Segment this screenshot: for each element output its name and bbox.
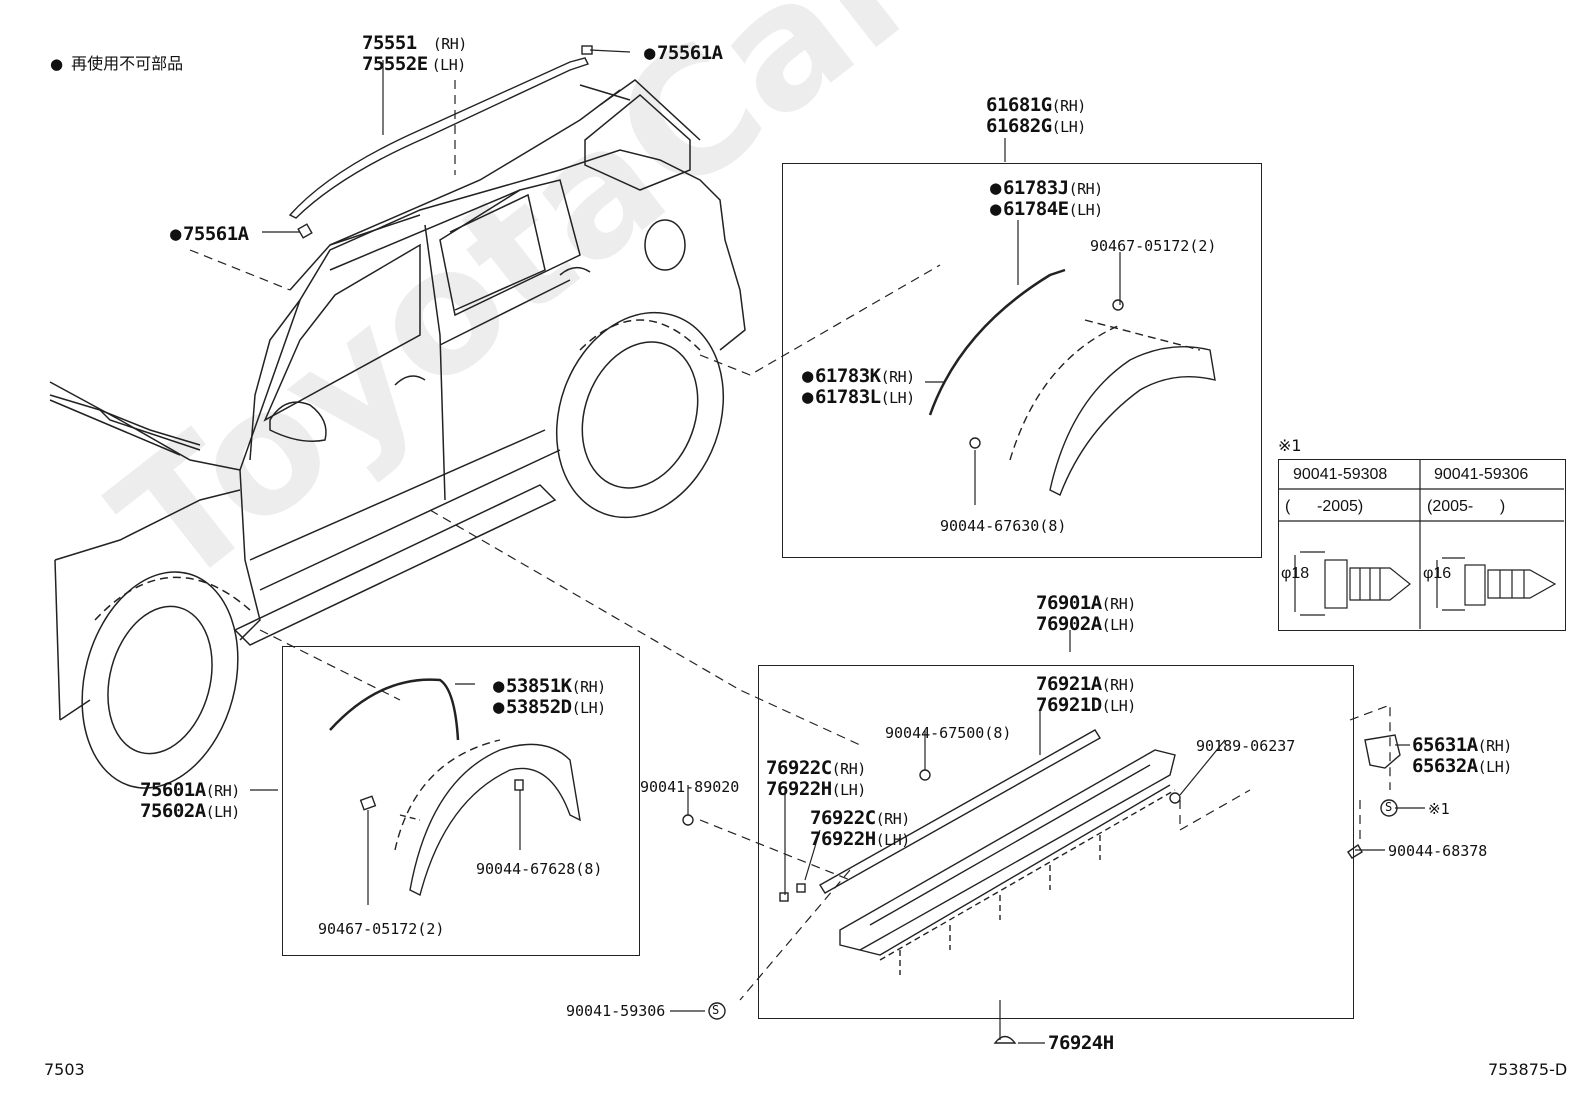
legend-bullet: ● — [50, 55, 64, 73]
roof-molding-shape — [288, 57, 589, 219]
rear-flare-drawing — [928, 268, 1216, 496]
part-label-rocker-seal[interactable]: 76921A(RH) 76921D(LH) — [1036, 673, 1136, 716]
part-label-90041-59306[interactable]: 90041-59306 — [566, 1002, 666, 1020]
screw-table-title: ※1 — [1278, 436, 1302, 455]
rear-flare-box — [782, 163, 1262, 558]
s-symbol-1: S — [712, 1003, 720, 1017]
screw-table-years-1: ( -2005) — [1285, 498, 1364, 515]
part-label-90044-67500[interactable]: 90044-67500(8) — [885, 724, 1012, 742]
s-symbol-2: S — [1385, 800, 1393, 814]
part-label-rocker-cap-1[interactable]: 76922C(RH) 76922H(LH) — [766, 757, 866, 800]
front-flare-box — [282, 646, 640, 956]
part-label-mudguard[interactable]: 65631A(RH) 65632A(LH) — [1412, 734, 1512, 777]
part-label-90041-89020[interactable]: 90041-89020 — [640, 778, 740, 796]
s-symbol-shape-2 — [1380, 799, 1398, 817]
front-flare-drawing — [329, 678, 581, 897]
clip-90044-68378-shape — [1347, 843, 1363, 859]
part-label-75561a-top[interactable]: 75561A — [644, 43, 723, 63]
part-label-76924h[interactable]: 76924H — [1048, 1032, 1114, 1054]
rocker-drawing — [682, 729, 1181, 975]
legend: ● 再使用不可部品 — [50, 50, 183, 74]
s-symbol-shape-1 — [708, 1002, 726, 1020]
screw-table-dia-1: φ18 — [1281, 565, 1310, 582]
part-label-rear-flare-seal-upper[interactable]: 61783J(RH) 61784E(LH) — [990, 178, 1103, 220]
legend-text: 再使用不可部品 — [71, 54, 184, 73]
part-label-rocker-cap-2[interactable]: 76922C(RH) 76922H(LH) — [810, 807, 910, 850]
part-label-roof-molding[interactable]: 75551(RH) 75552E(LH) — [362, 32, 467, 75]
clip-76924h-shape — [993, 1035, 1017, 1044]
part-label-90044-67628[interactable]: 90044-67628(8) — [476, 860, 603, 878]
footer-right: 753875-D — [1488, 1060, 1568, 1079]
leader-lines — [250, 49, 1425, 1044]
clip-shape-75561a-top — [581, 45, 593, 55]
vehicle-outline — [49, 79, 746, 789]
part-label-rear-flare[interactable]: 61681G(RH) 61682G(LH) — [986, 94, 1086, 137]
screw-table: 90041-59308 90041-59306 ( -2005) (2005- … — [1278, 459, 1566, 631]
part-label-90189-06237[interactable]: 90189-06237 — [1196, 737, 1296, 755]
clip-shape-75561a-left — [297, 223, 313, 239]
part-label-front-flare-seal[interactable]: 53851K(RH) 53852D(LH) — [493, 676, 606, 718]
screw-table-drawing — [1278, 459, 1564, 629]
screw-ref-note: ※1 — [1428, 800, 1450, 818]
screw-table-part-2: 90041-59306 — [1434, 466, 1529, 483]
part-label-90044-68378[interactable]: 90044-68378 — [1388, 842, 1488, 860]
screw-table-years-2: (2005- ) — [1427, 498, 1506, 515]
rocker-box — [758, 665, 1354, 1019]
mudguard-shape — [1364, 734, 1401, 769]
screw-table-dia-2: φ16 — [1423, 565, 1452, 582]
screw-table-part-1: 90041-59308 — [1293, 466, 1388, 483]
part-label-front-flare[interactable]: 75601A(RH) 75602A(LH) — [140, 779, 240, 822]
part-label-90467-front[interactable]: 90467-05172(2) — [318, 920, 445, 938]
footer-left: 7503 — [44, 1060, 85, 1079]
part-label-rear-flare-seal-lower[interactable]: 61783K(RH) 61783L(LH) — [802, 366, 915, 408]
part-label-rocker-panel[interactable]: 76901A(RH) 76902A(LH) — [1036, 592, 1136, 635]
part-label-90467-rear[interactable]: 90467-05172(2) — [1090, 237, 1217, 255]
part-label-75561a-left[interactable]: 75561A — [170, 224, 249, 244]
part-label-90044-67630[interactable]: 90044-67630(8) — [940, 517, 1067, 535]
